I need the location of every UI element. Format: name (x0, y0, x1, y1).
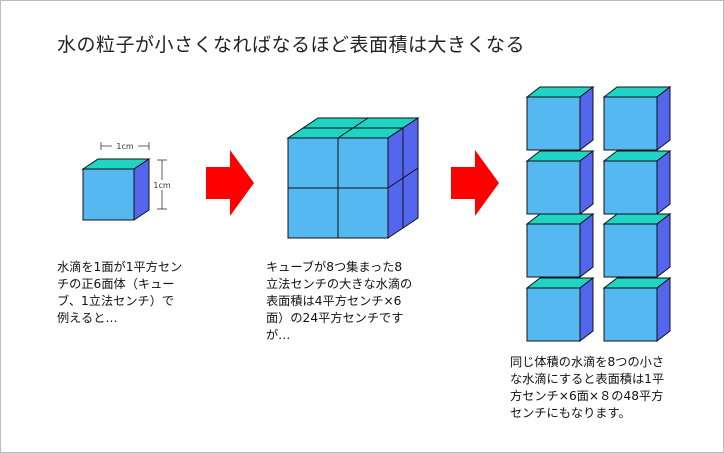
cube-front-face (603, 96, 658, 151)
cube-front-face (603, 223, 658, 278)
cube-side-face (133, 158, 150, 221)
cube-side-face (656, 212, 671, 279)
caption-line: 面）の24平方センチです (266, 311, 404, 325)
cube-front-face (82, 168, 135, 221)
cube-side-face (579, 85, 594, 152)
width-label: 1cm (116, 142, 133, 151)
slide-title: 水の粒子が小さくなればなるほど表面積は大きくなる (57, 34, 526, 56)
cube-edge (387, 167, 419, 189)
caption-line: キューブが8つ集まった8 (266, 260, 403, 274)
right-arrow-icon (451, 150, 499, 216)
cube-front-face (603, 287, 658, 342)
arrow-shape (206, 150, 254, 216)
cube-side-face (656, 85, 671, 152)
cube-side-face (579, 212, 594, 279)
caption-line: 例えると… (57, 311, 118, 325)
caption-big-cube: キューブが8つ集まった8 立法センチの大きな水滴の 表面積は4平方センチ×6 面… (266, 259, 412, 344)
cube-front-face (526, 287, 581, 342)
caption-line: センチにもなります。 (510, 406, 631, 420)
caption-line: チの正6面体（キュー (57, 277, 175, 291)
dimension-height: 1cm (152, 159, 172, 210)
cube-side-face (579, 276, 594, 343)
cube-side-face (656, 149, 671, 216)
caption-line: 方センチ×6面×８の48平方 (510, 389, 664, 403)
small-cube (525, 149, 595, 216)
dimension-width: 1cm (100, 141, 150, 151)
right-arrow-icon (206, 150, 254, 216)
caption-line: 同じ体積の水滴を8つの小さ (510, 355, 665, 369)
caption-small-cubes: 同じ体積の水滴を8つの小さ な水滴にすると表面積は1平 方センチ×6面×８の48… (510, 354, 664, 422)
caption-line: が… (266, 328, 291, 342)
small-cube (602, 276, 672, 343)
small-cube (602, 212, 672, 279)
arrow-shape (451, 150, 499, 216)
single-cube (81, 158, 151, 221)
small-cube (525, 276, 595, 343)
caption-single-cube: 水滴を1面が1平方セン チの正6面体（キュー ブ、1立法センチ）で 例えると… (57, 259, 182, 327)
cube-front-face (526, 160, 581, 215)
caption-line: 立法センチの大きな水滴の (266, 277, 413, 291)
small-cube (525, 85, 595, 152)
height-label: 1cm (153, 181, 170, 190)
cube-front-face (526, 223, 581, 278)
cube-side-face (656, 276, 671, 343)
cube-front-face (603, 160, 658, 215)
large-cube-2x2x2 (286, 117, 420, 239)
caption-line: ブ、1立法センチ）で (57, 294, 175, 308)
caption-line: 表面積は4平方センチ×6 (266, 294, 402, 308)
cube-side-face (579, 149, 594, 216)
cube-front-face (526, 96, 581, 151)
small-cube (602, 149, 672, 216)
caption-line: な水滴にすると表面積は1平 (510, 372, 665, 386)
small-cube (525, 212, 595, 279)
caption-line: 水滴を1面が1平方セン (57, 260, 183, 274)
small-cube (602, 85, 672, 152)
